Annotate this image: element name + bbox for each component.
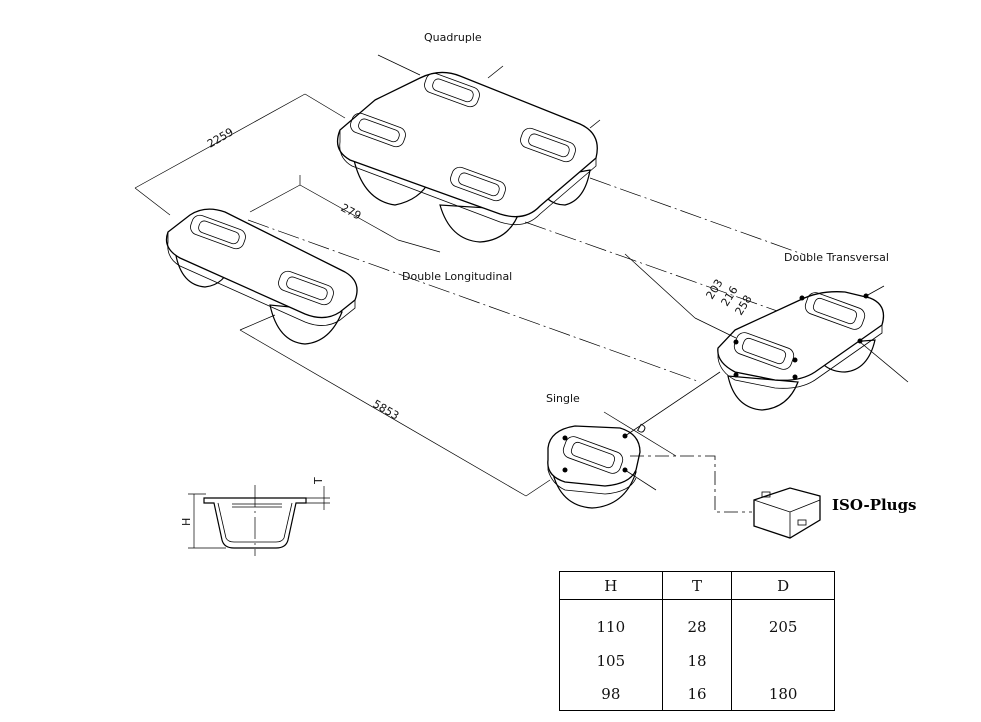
dt-bowl-left [727,375,799,411]
table-cell [731,644,835,678]
iso-plug-edges [753,499,821,538]
iso-plug-body [753,487,821,539]
table-header-h: H [559,571,663,600]
table-header-row: H T D [559,571,835,600]
table-row: 98 16 180 [559,677,835,711]
quad-slot-1 [424,72,480,108]
table-cell: 105 [559,644,663,678]
section-inner [217,502,293,543]
label-double-transversal: Double Transversal [784,251,889,264]
quadruple-plug [336,71,598,243]
centerline-quad-right [589,177,806,256]
axis-quad-top-right [487,65,504,79]
iso-leader [630,455,752,513]
dl-plate-top [165,208,358,319]
table-row: 110 28 205 [559,599,835,645]
centerline-transversal [524,221,781,313]
dimension-table: H T D 110 28 205 105 18 98 16 180 [559,571,835,711]
dim-d: D [635,421,649,437]
axis-quad-right [589,119,601,129]
dimension-lines [134,93,737,497]
table-cell: 28 [661,599,733,645]
iso-plug-slot-1 [761,491,771,498]
iso-plug-slot-2 [797,519,807,526]
quad-plate-edge [339,130,597,226]
table-cell: 180 [731,677,835,711]
table-cell: 110 [559,599,663,645]
single-plate-edge [547,460,637,495]
table-cell: 205 [731,599,835,645]
dt-plate-edge [717,325,883,389]
table-row: 105 18 [559,644,835,678]
axis-quad-top [377,54,421,76]
table-cell: 98 [559,677,663,711]
quad-plate-top [336,71,598,218]
centerline-single [247,219,701,383]
label-iso-plugs: ISO-Plugs [832,496,917,514]
double-longitudinal-plug [165,208,358,345]
label-single: Single [546,392,580,405]
section-view [188,485,330,556]
dl-slot-1 [190,214,246,250]
quad-slot-4 [450,166,506,202]
table-cell: 16 [661,677,733,711]
quad-slot-3 [520,127,576,163]
dim-5853: 5853 [371,397,402,422]
table-cell: 18 [661,644,733,678]
dl-slot-2 [278,270,334,306]
dim-h: H [180,518,193,526]
dim-t: T [312,477,325,485]
iso-plug [630,455,821,539]
dl-plate-edge [167,232,356,326]
dim-279: 279 [339,201,364,222]
label-quadruple: Quadruple [424,31,482,44]
dim-2259: 2259 [205,125,236,150]
quad-slot-2 [350,112,406,148]
centerlines [247,54,806,383]
single-plug [547,371,721,509]
single-plate-top [547,425,641,487]
label-double-longitudinal: Double Longitudinal [402,270,512,283]
table-header-t: T [661,571,733,600]
table-header-d: D [731,571,835,600]
double-transversal-plug [717,285,909,411]
dt-slot-2 [804,292,866,330]
dt-plate-top [717,291,885,381]
